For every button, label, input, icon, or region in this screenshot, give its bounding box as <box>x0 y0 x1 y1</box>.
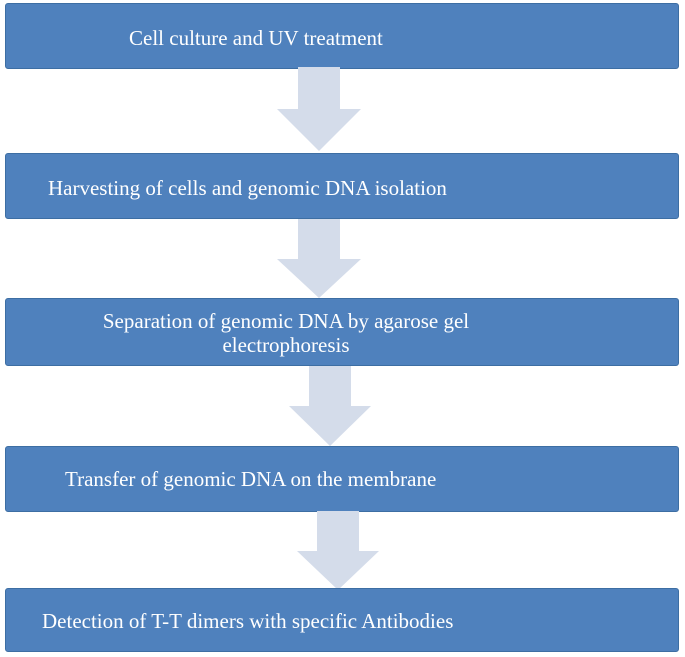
step-label: Separation of genomic DNA by agarose gel… <box>102 309 470 357</box>
step-label: Detection of T-T dimers with specific An… <box>42 609 454 633</box>
step-box-separation: Separation of genomic DNA by agarose gel… <box>5 298 679 366</box>
step-box-transfer: Transfer of genomic DNA on the membrane <box>5 446 679 512</box>
step-box-cell-culture: Cell culture and UV treatment <box>5 3 679 69</box>
step-label: Harvesting of cells and genomic DNA isol… <box>48 176 447 200</box>
step-label: Transfer of genomic DNA on the membrane <box>65 467 437 491</box>
down-arrow-icon <box>297 511 379 590</box>
down-arrow-icon <box>289 366 371 446</box>
down-arrow-icon <box>277 67 361 151</box>
down-arrow-icon <box>277 219 361 298</box>
step-box-harvesting: Harvesting of cells and genomic DNA isol… <box>5 153 679 219</box>
step-label: Cell culture and UV treatment <box>129 26 383 50</box>
step-box-detection: Detection of T-T dimers with specific An… <box>5 588 679 652</box>
